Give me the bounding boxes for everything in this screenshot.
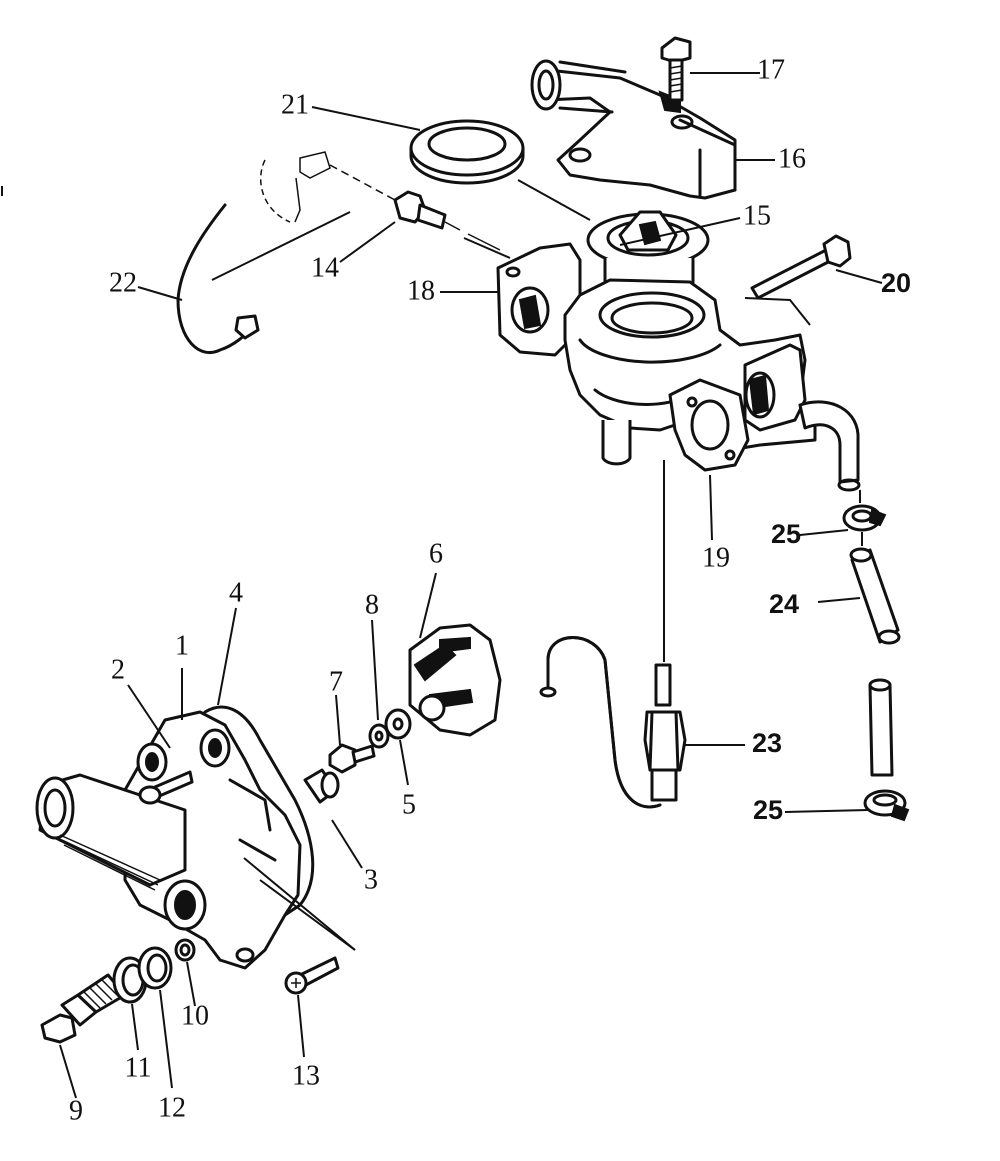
washer-part-5 [384, 708, 412, 740]
callout-14: 14 [311, 252, 339, 283]
callout-5: 5 [402, 789, 416, 820]
sensor-tube-part-23 [539, 636, 687, 809]
bolt-part-20 [750, 234, 852, 300]
callout-11: 11 [125, 1052, 152, 1083]
callout-12: 12 [158, 1092, 186, 1123]
callout-4: 4 [229, 577, 243, 608]
gasket-part-19 [668, 378, 750, 472]
hose-part-24 [849, 547, 901, 645]
bushing-part-3 [303, 768, 340, 804]
callout-18: 18 [407, 275, 435, 306]
washer-part-12 [137, 946, 173, 990]
callout-6: 6 [429, 538, 443, 569]
washer-part-10 [174, 938, 196, 962]
callout-20: 20 [881, 268, 911, 298]
callout-24: 24 [769, 589, 799, 619]
temp-sensor-part-14 [259, 151, 501, 251]
callout-16: 16 [778, 143, 806, 174]
impeller-part-6 [408, 623, 502, 737]
leader-lines [59, 72, 883, 1099]
callout-10: 10 [181, 1000, 209, 1031]
washer-part-8 [368, 723, 390, 749]
callout-labels: 1 2 3 4 5 6 7 8 9 10 11 12 13 14 15 16 1… [69, 54, 911, 1126]
bolt-part-7 [328, 743, 376, 774]
thermostat-part-15 [586, 210, 710, 296]
pump-housing-upper [496, 242, 861, 492]
callout-25-upper: 25 [771, 519, 801, 549]
callout-3: 3 [364, 864, 378, 895]
callout-15: 15 [743, 200, 771, 231]
callout-1: 1 [175, 630, 189, 661]
screw-part-13 [284, 956, 340, 995]
tube-lower [868, 678, 894, 777]
gasket-ring-part-4 [203, 705, 315, 917]
callout-9: 9 [69, 1095, 83, 1126]
callout-8: 8 [365, 589, 379, 620]
clamp-part-25-lower [863, 789, 910, 822]
pump-cover-part-1 [35, 710, 302, 970]
seal-ring-part-21 [409, 119, 525, 185]
callout-22: 22 [109, 267, 137, 298]
wire-part-22 [176, 203, 260, 354]
callout-13: 13 [292, 1060, 320, 1091]
bolt-part-17 [660, 36, 692, 102]
callout-19: 19 [702, 542, 730, 573]
callout-25-lower: 25 [753, 795, 783, 825]
callout-21: 21 [281, 89, 309, 120]
clamp-part-25-upper [842, 504, 887, 532]
callout-2: 2 [111, 654, 125, 685]
callout-23: 23 [752, 728, 782, 758]
callout-7: 7 [329, 666, 343, 697]
thermostat-cover-part-16 [530, 59, 737, 200]
drain-plug-part-9 [40, 973, 127, 1044]
callout-17: 17 [757, 54, 785, 85]
